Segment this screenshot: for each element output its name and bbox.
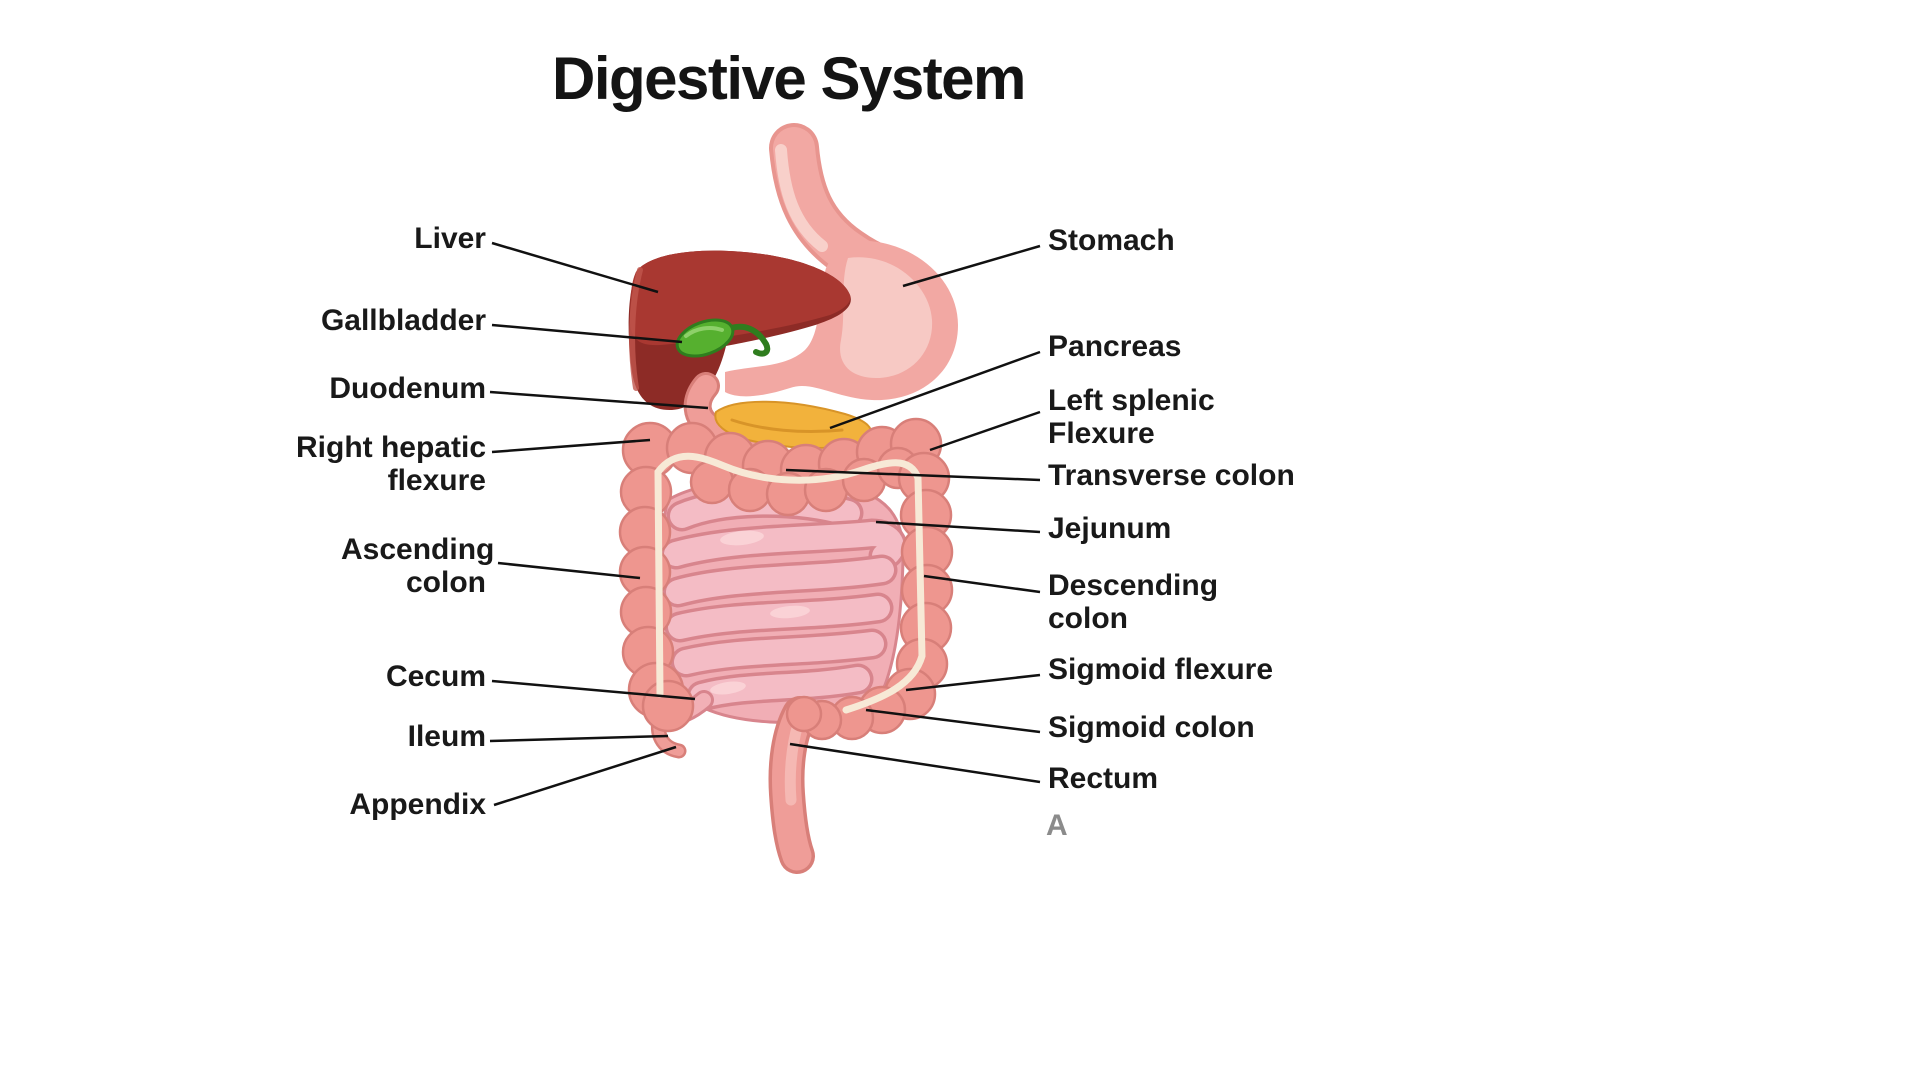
label-sigmoid-colon: Sigmoid colon (1048, 711, 1255, 744)
liver-illustration (628, 250, 851, 411)
leader-liver (491, 241, 659, 294)
stomach-illustration (725, 240, 958, 401)
label-pancreas: Pancreas (1048, 330, 1182, 363)
label-appendix: Appendix (349, 788, 486, 821)
leader-sigmoid-colon (865, 708, 1041, 734)
leader-sigmoid-flexure (905, 673, 1041, 692)
label-transverse-colon: Transverse colon (1048, 459, 1295, 492)
label-cecum: Cecum (385, 660, 486, 693)
leader-rectum (789, 742, 1041, 784)
rectum-illustration (768, 696, 818, 874)
label-ascending-colon: Ascending colon (341, 533, 495, 599)
label-descending-colon: Descending colon (1048, 569, 1219, 635)
leader-ileum (489, 734, 669, 743)
leader-pancreas (829, 350, 1041, 430)
leader-gallbladder (491, 323, 683, 344)
leader-duodenum (489, 390, 709, 410)
leader-descending-colon (923, 574, 1041, 594)
label-liver: Liver (414, 222, 486, 255)
leader-lines (489, 241, 1041, 807)
leader-right-hepatic-flexure (491, 438, 651, 454)
leader-left-splenic-flexure (929, 410, 1041, 452)
label-rectum: Rectum (1048, 762, 1159, 795)
leader-transverse-colon (785, 468, 1041, 482)
label-gallbladder: Gallbladder (320, 304, 486, 337)
label-jejunum: Jejunum (1048, 512, 1172, 545)
label-right-hepatic-flexure: Right hepatic flexure (296, 431, 487, 497)
label-sigmoid-flexure: Sigmoid flexure (1048, 653, 1274, 686)
watermark-letter: A (1046, 809, 1068, 842)
page-title: Digestive System (552, 45, 1026, 112)
label-left-splenic-flexure: Left splenic Flexure (1048, 384, 1215, 450)
label-stomach: Stomach (1048, 224, 1175, 257)
label-ileum: Ileum (407, 720, 486, 753)
label-duodenum: Duodenum (329, 372, 486, 405)
leader-ascending-colon (497, 561, 641, 580)
leader-stomach (902, 244, 1041, 288)
leader-cecum (491, 679, 696, 701)
gallbladder-illustration (675, 318, 771, 358)
leader-jejunum (875, 520, 1041, 534)
leader-appendix (493, 745, 677, 807)
